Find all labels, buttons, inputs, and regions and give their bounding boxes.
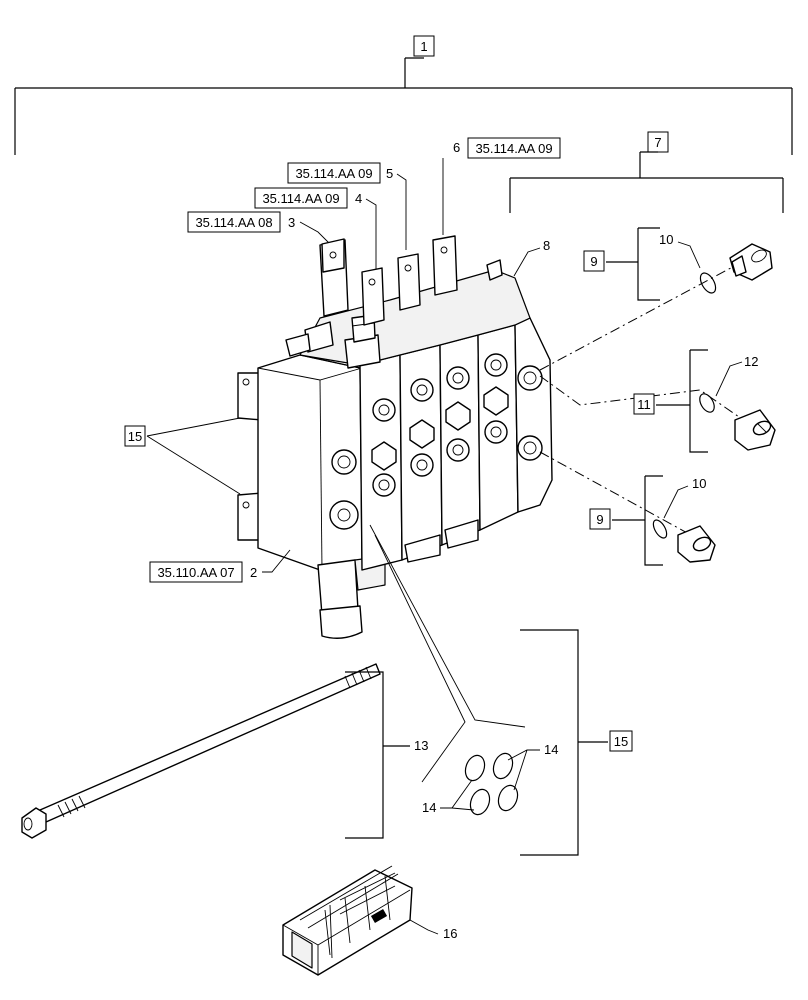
callout-9-lower[interactable]: 9 (589, 508, 611, 530)
callout-16[interactable]: 16 (443, 926, 457, 941)
callout-15-left[interactable]: 15 (124, 425, 146, 447)
callout-5[interactable]: 5 (386, 166, 393, 181)
callout-2[interactable]: 2 (250, 565, 257, 580)
svg-text:35.110.AA 07: 35.110.AA 07 (157, 565, 234, 580)
plug-upper (729, 243, 773, 281)
tie-rod (21, 663, 381, 839)
callout-14-right[interactable]: 14 (544, 742, 558, 757)
callout-14-right-leader (507, 749, 540, 791)
o-ring-10-upper (699, 272, 717, 294)
crate-logo (370, 909, 388, 923)
svg-text:1: 1 (420, 39, 427, 54)
valve-section-2 (399, 344, 443, 561)
svg-text:35.114.AA 09: 35.114.AA 09 (295, 166, 372, 181)
callout-14-left[interactable]: 14 (422, 800, 436, 815)
callout-16-leader (409, 919, 439, 935)
svg-text:11: 11 (637, 397, 651, 412)
o-ring-14-b (492, 752, 514, 780)
callout-2-leader (262, 549, 291, 573)
callout-10-lower-leader (663, 485, 689, 519)
svg-text:7: 7 (654, 135, 661, 150)
ref-35-110-aa-07[interactable]: 35.110.AA 07 (149, 561, 243, 583)
plug-middle (734, 409, 776, 451)
o-ring-10-lower (652, 519, 668, 539)
callout-14-left-leader (440, 779, 475, 811)
callout-3-leader (299, 221, 331, 245)
o-ring-14-d (497, 784, 519, 812)
ref-35-114-aa-09-b[interactable]: 35.114.AA 09 (287, 162, 381, 184)
callout-12-leader (715, 361, 743, 397)
o-ring-12 (699, 393, 715, 413)
ref-35-114-aa-09-c[interactable]: 35.114.AA 09 (467, 137, 561, 159)
ref-35-114-aa-09-a[interactable]: 35.114.AA 09 (254, 187, 348, 209)
svg-text:35.114.AA 08: 35.114.AA 08 (195, 215, 272, 230)
bracket-13 (345, 671, 384, 839)
plug-axis-upper (539, 261, 743, 371)
callout-7[interactable]: 7 (647, 131, 669, 153)
callout-4[interactable]: 4 (355, 191, 362, 206)
callout-15-right[interactable]: 15 (609, 730, 633, 752)
callout-4-leader (365, 198, 377, 270)
svg-text:9: 9 (590, 254, 597, 269)
control-valve-assembly (237, 235, 553, 639)
spool-4 (361, 267, 385, 326)
callout-9-upper[interactable]: 9 (583, 250, 605, 272)
callout-11[interactable]: 11 (633, 393, 655, 415)
plug-lower (677, 525, 716, 563)
o-ring-pointer-a (369, 524, 526, 728)
o-ring-set (464, 752, 519, 816)
shipping-crate (282, 865, 413, 976)
callout-5-leader (396, 173, 407, 250)
spool-6 (432, 235, 458, 296)
o-ring-14-a (464, 754, 486, 782)
callout-10-upper[interactable]: 10 (659, 232, 673, 247)
svg-text:9: 9 (596, 512, 603, 527)
callout-10-upper-leader (677, 241, 701, 269)
callout-13[interactable]: 13 (414, 738, 428, 753)
outlet-section (514, 317, 553, 513)
callout-15-left-leader (146, 417, 241, 495)
callout-8[interactable]: 8 (543, 238, 550, 253)
plug-kit-bracket (509, 152, 784, 213)
callout-12[interactable]: 12 (744, 354, 758, 369)
callout-8-leader (513, 247, 541, 277)
svg-text:15: 15 (128, 429, 142, 444)
bracket-9-lower (644, 475, 663, 566)
bracket-9-upper (637, 227, 660, 301)
bracket-11 (689, 349, 708, 453)
ref-35-114-aa-08[interactable]: 35.114.AA 08 (187, 211, 281, 233)
spool-5 (397, 253, 421, 311)
svg-text:35.114.AA 09: 35.114.AA 09 (475, 141, 552, 156)
tie-rod-nut (21, 807, 47, 839)
callout-10-lower[interactable]: 10 (692, 476, 706, 491)
o-ring-pointer-b (374, 534, 466, 783)
callout-6[interactable]: 6 (453, 140, 460, 155)
assembly-bracket (14, 58, 793, 155)
callout-3[interactable]: 3 (288, 215, 295, 230)
o-ring-14-c (469, 788, 491, 816)
svg-text:35.114.AA 09: 35.114.AA 09 (262, 191, 339, 206)
plug-axis-lower (539, 451, 701, 541)
callout-1[interactable]: 1 (413, 35, 435, 57)
svg-text:15: 15 (614, 734, 628, 749)
